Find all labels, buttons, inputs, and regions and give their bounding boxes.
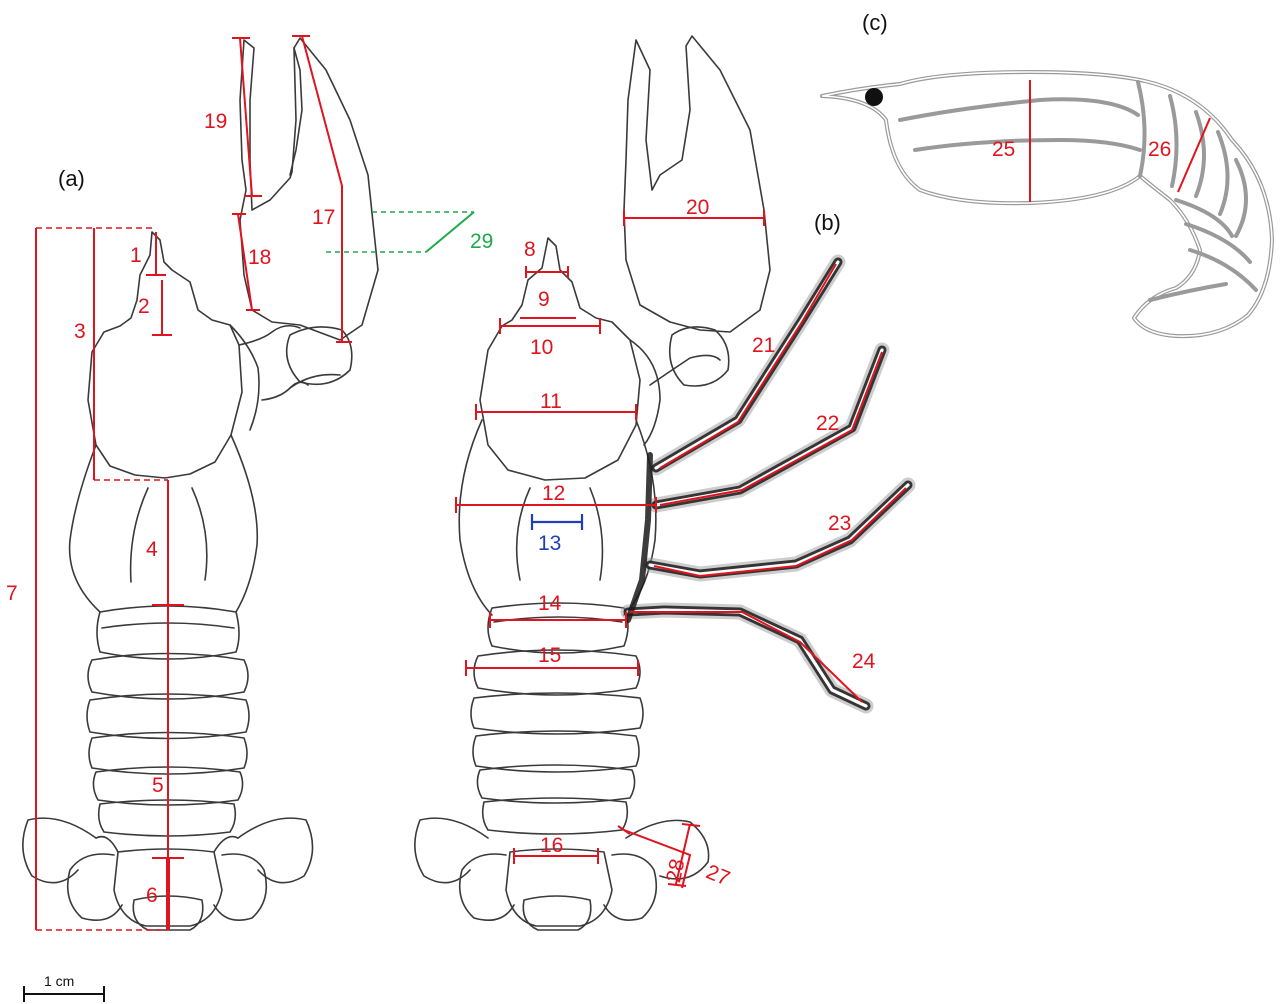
scale-bar: 1 cm — [24, 973, 104, 1002]
measurement-labels: 1 2 3 4 5 6 7 8 9 10 11 12 13 14 15 16 1… — [6, 110, 1171, 907]
crayfish-b-outline — [415, 36, 770, 930]
label-27: 27 — [703, 860, 733, 890]
label-8: 8 — [524, 238, 536, 261]
measurement-29-green — [326, 212, 474, 252]
label-26: 26 — [1148, 138, 1171, 161]
label-29: 29 — [470, 230, 493, 253]
label-7: 7 — [6, 582, 18, 605]
scale-bar-label: 1 cm — [44, 973, 74, 989]
label-11: 11 — [540, 390, 562, 413]
panel-label-b: (b) — [814, 210, 841, 235]
label-4: 4 — [146, 538, 158, 561]
label-14: 14 — [538, 592, 562, 615]
label-28: 28 — [662, 857, 689, 885]
label-5: 5 — [152, 774, 164, 797]
label-9: 9 — [538, 288, 550, 311]
label-3: 3 — [74, 320, 86, 343]
label-25: 25 — [992, 138, 1015, 161]
label-13: 13 — [538, 532, 561, 555]
label-24: 24 — [852, 650, 876, 673]
label-19: 19 — [204, 110, 227, 133]
label-20: 20 — [686, 196, 709, 219]
panel-label-c: (c) — [862, 10, 888, 35]
label-10: 10 — [530, 336, 553, 359]
label-6: 6 — [146, 884, 158, 907]
label-12: 12 — [542, 482, 565, 505]
label-16: 16 — [540, 834, 563, 857]
label-23: 23 — [828, 512, 851, 535]
measurement-lines — [36, 36, 1210, 930]
shrimp-c-outline — [822, 72, 1272, 336]
label-21: 21 — [752, 334, 775, 357]
measurement-13-blue — [532, 514, 582, 530]
panel-label-a: (a) — [58, 166, 85, 191]
label-15: 15 — [538, 644, 561, 667]
label-1: 1 — [130, 244, 142, 267]
label-18: 18 — [248, 246, 271, 269]
crayfish-b-legs — [628, 262, 908, 706]
label-22: 22 — [816, 412, 839, 435]
label-2: 2 — [138, 295, 150, 318]
label-17: 17 — [312, 206, 335, 229]
shrimp-eye — [865, 88, 883, 106]
